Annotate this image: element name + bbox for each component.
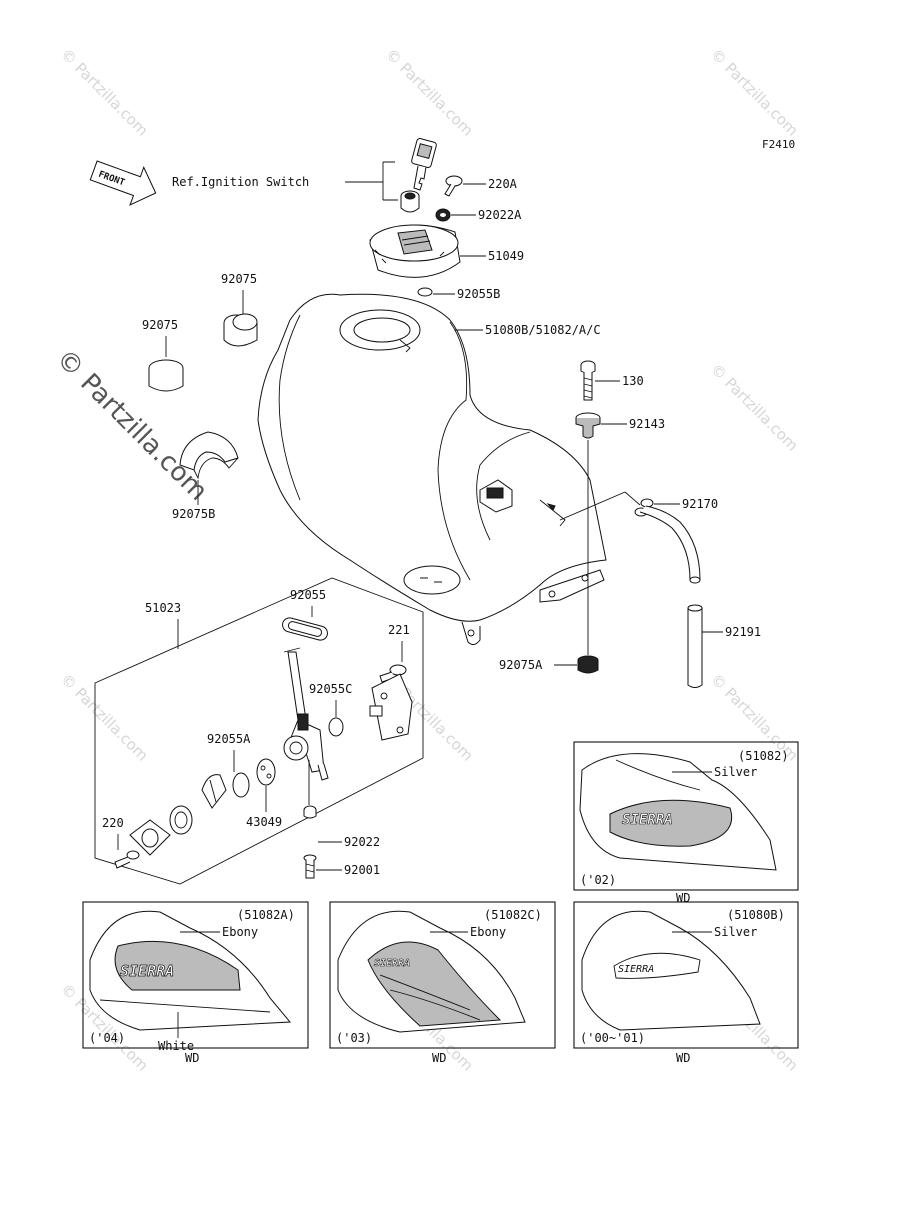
o-ring-icon bbox=[417, 287, 433, 297]
breather-hose-icon bbox=[639, 505, 703, 688]
watermark: © Partzilla.com bbox=[57, 45, 152, 140]
variant-extra: White bbox=[158, 1039, 194, 1053]
label-221: 221 bbox=[388, 623, 410, 637]
svg-text:SIERRA: SIERRA bbox=[618, 964, 654, 975]
rubber-damper-icon bbox=[148, 359, 184, 392]
variant-box-51082C: SIERRA (51082C) Ebony ('03) bbox=[329, 901, 556, 1049]
label-92170: 92170 bbox=[682, 497, 718, 511]
label-51080B: 51080B/51082/A/C bbox=[485, 323, 601, 337]
gasket-icon bbox=[282, 617, 328, 641]
variant-note: WD bbox=[676, 891, 690, 905]
label-92022A: 92022A bbox=[478, 208, 522, 222]
label-92075-left: 92075 bbox=[142, 318, 178, 332]
washer-icon bbox=[435, 208, 451, 222]
petcock-cover-icon bbox=[369, 673, 413, 741]
fuel-cap-icon bbox=[369, 224, 461, 278]
bolt-icon bbox=[580, 360, 596, 401]
ignition-cylinder-icon bbox=[400, 190, 420, 213]
watermark: © Partzilla.com bbox=[57, 670, 152, 765]
lever-knob-icon bbox=[201, 774, 227, 809]
grommet-icon bbox=[577, 655, 599, 674]
collar-icon bbox=[575, 412, 601, 439]
screw-icon bbox=[114, 850, 140, 869]
variant-box-51080B: SIERRA (51080B) Silver ('00~'01) bbox=[573, 901, 799, 1049]
variant-color: Ebony bbox=[470, 925, 506, 939]
watermark: © Partzilla.com bbox=[707, 45, 802, 140]
ref-ignition-switch-label: Ref.Ignition Switch bbox=[172, 175, 309, 189]
rubber-damper-icon bbox=[223, 313, 258, 347]
label-51023: 51023 bbox=[145, 601, 181, 615]
svg-text:SIERRA: SIERRA bbox=[120, 962, 174, 980]
variant-note: WD bbox=[185, 1051, 199, 1065]
key-icon bbox=[411, 138, 437, 191]
watermark: © Partzilla.com bbox=[707, 360, 802, 455]
variant-code: (51082C) bbox=[484, 908, 542, 922]
variant-color: Ebony bbox=[222, 925, 258, 939]
variant-note: WD bbox=[432, 1051, 446, 1065]
variant-year: ('02) bbox=[580, 873, 616, 887]
rubber-cushion-icon bbox=[179, 431, 239, 480]
variant-color: Silver bbox=[714, 765, 757, 779]
label-92075B: 92075B bbox=[172, 507, 215, 521]
petcock-assembly-frame bbox=[94, 577, 424, 885]
variant-color: Silver bbox=[714, 925, 757, 939]
o-ring-icon bbox=[232, 772, 250, 798]
bolt-icon bbox=[303, 854, 317, 879]
watermark: © Partzilla.com bbox=[382, 45, 477, 140]
variant-note: WD bbox=[676, 1051, 690, 1065]
variant-year: ('04) bbox=[89, 1031, 125, 1045]
mount-plate-icon bbox=[129, 819, 171, 856]
label-92055C: 92055C bbox=[309, 682, 352, 696]
variant-code: (51080B) bbox=[727, 908, 785, 922]
washer-icon bbox=[303, 805, 317, 819]
variant-year: ('00~'01) bbox=[580, 1031, 645, 1045]
label-92001: 92001 bbox=[344, 863, 380, 877]
label-51049: 51049 bbox=[488, 249, 524, 263]
front-arrow-icon: FRONT bbox=[89, 160, 157, 206]
label-92055B: 92055B bbox=[457, 287, 500, 301]
label-92191: 92191 bbox=[725, 625, 761, 639]
ref-leader-line bbox=[345, 161, 398, 201]
watermark-large: © Partzilla.com bbox=[50, 344, 213, 507]
svg-text:SIERRA: SIERRA bbox=[622, 812, 673, 828]
variant-code: (51082A) bbox=[237, 908, 295, 922]
variant-box-51082: SIERRA (51082) Silver ('02) bbox=[573, 741, 799, 891]
variant-code: (51082) bbox=[738, 749, 789, 763]
label-220: 220 bbox=[102, 816, 124, 830]
label-92055: 92055 bbox=[290, 588, 326, 602]
o-ring-icon bbox=[328, 717, 344, 737]
label-43049: 43049 bbox=[246, 815, 282, 829]
filter-icon bbox=[256, 758, 276, 786]
label-92075A: 92075A bbox=[499, 658, 543, 672]
fuel-valve-body-icon bbox=[283, 647, 329, 805]
label-92143: 92143 bbox=[629, 417, 665, 431]
variant-year: ('03) bbox=[336, 1031, 372, 1045]
screw-icon bbox=[444, 175, 463, 197]
o-ring-icon bbox=[169, 805, 193, 835]
svg-text:SIERRA: SIERRA bbox=[374, 958, 410, 969]
watermark-large-group: © Partzilla.com bbox=[50, 344, 213, 507]
diagram-code: F2410 bbox=[762, 138, 795, 151]
label-130: 130 bbox=[622, 374, 644, 388]
label-92075-top: 92075 bbox=[221, 272, 257, 286]
label-92022: 92022 bbox=[344, 835, 380, 849]
fuel-tank-icon bbox=[257, 293, 626, 646]
label-220A: 220A bbox=[488, 177, 518, 191]
variant-box-51082A: SIERRA (51082A) Ebony ('04) White bbox=[82, 901, 309, 1053]
label-92055A: 92055A bbox=[207, 732, 251, 746]
